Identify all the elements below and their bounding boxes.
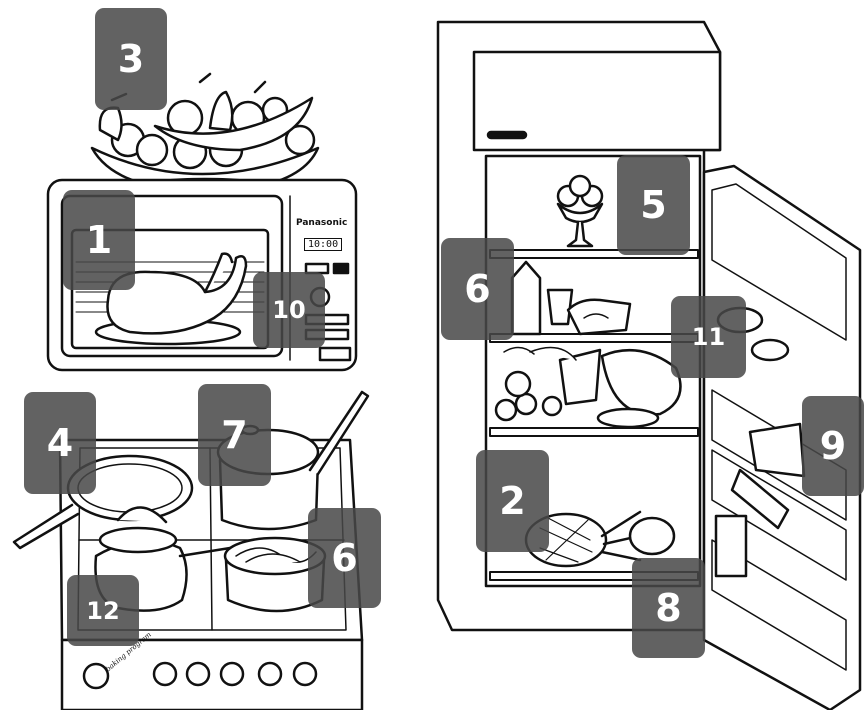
- fruits: [98, 72, 316, 170]
- label-microwave: 1: [63, 190, 135, 290]
- roast-chicken: [94, 252, 248, 346]
- microwave-clock-display: 10:00: [304, 238, 343, 251]
- ice-cream-cup: [556, 174, 604, 248]
- oven-knobs: [82, 661, 318, 690]
- vegetables: [494, 346, 682, 429]
- label-fridge-milk-shelf: 6: [441, 238, 514, 340]
- label-fridge-bottom-shelf: 2: [476, 450, 549, 552]
- label-lidded-pot: 7: [198, 384, 271, 486]
- label-fridge-vegetable-shelf: 11: [671, 296, 746, 378]
- frying-pan: [12, 454, 194, 550]
- label-kettle-burner: 12: [67, 575, 139, 646]
- label-fridge-top-shelf: 5: [617, 155, 690, 255]
- label-fruit-bowl: 3: [95, 8, 167, 110]
- label-fridge-door: 9: [802, 396, 864, 496]
- label-pot-spaghetti: 6: [308, 508, 381, 608]
- label-fridge-floor: 8: [632, 558, 705, 658]
- label-microwave-panel: 10: [253, 272, 325, 348]
- microwave-brand-text: Panasonic: [296, 218, 348, 228]
- label-frying-pan: 4: [24, 392, 96, 494]
